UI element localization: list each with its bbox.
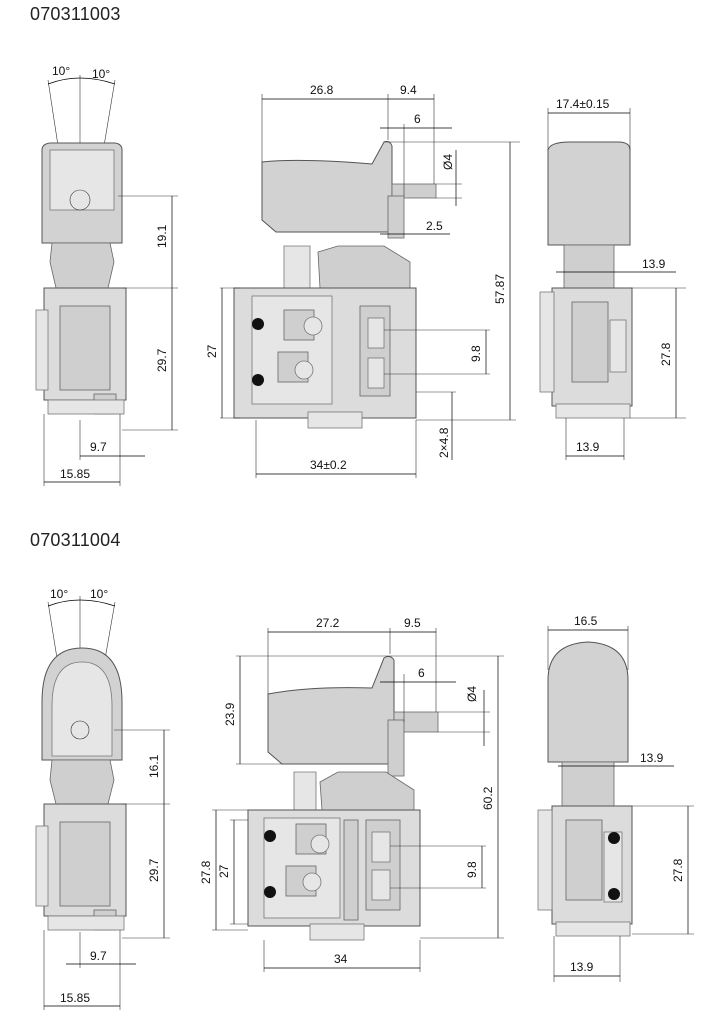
- front-dim-upper-right: 19.1: [155, 224, 169, 248]
- side-dim-top-left: 27.2: [316, 616, 340, 630]
- side-dim-trigger-height: 23.9: [223, 702, 237, 726]
- side-view: 26.8 9.4 6 Ø4 2.5 57.87 27 9.8 2×4.8 34±…: [205, 83, 520, 478]
- rear-view: 17.4±0.15 13.9 27.8 13.9: [539, 97, 686, 460]
- front-view: 10° 10° 16.1 29.7 9.7 15.85: [35, 587, 170, 1010]
- side-dim-top-right: 9.5: [404, 616, 421, 630]
- side-dim-total-height: 57.87: [493, 274, 507, 304]
- rear-dim-mid-width: 13.9: [642, 257, 666, 271]
- side-dim-top-left: 26.8: [310, 83, 334, 97]
- front-dim-bottom-inner: 9.7: [90, 440, 107, 454]
- front-dim-upper-right: 16.1: [147, 754, 161, 778]
- rear-view: 16.5 13.9 27.8 13.9: [537, 614, 694, 982]
- side-dim-body-width: 34±0.2: [310, 458, 347, 472]
- technical-drawing-part-1: 10° 10° 19.1 29.7 9.7 15.85: [35, 64, 686, 486]
- rear-dim-top-width: 16.5: [574, 614, 598, 628]
- side-dim-total-height: 60.2: [481, 786, 495, 810]
- side-dim-pin-offset: 6: [418, 666, 425, 680]
- front-angle-right-label: 10°: [90, 587, 108, 601]
- side-dim-terminal-spacing: 9.8: [465, 861, 479, 878]
- front-angle-left-label: 10°: [52, 64, 70, 78]
- front-dim-lower-right: 29.7: [155, 348, 169, 372]
- front-dim-bottom-inner: 9.7: [90, 949, 107, 963]
- side-dim-diameter: Ø4: [465, 686, 479, 702]
- front-dim-bottom-outer: 15.85: [60, 991, 90, 1005]
- front-dim-lower-right: 29.7: [147, 858, 161, 882]
- front-angle-left-label: 10°: [50, 587, 68, 601]
- front-angle-right-label: 10°: [92, 67, 110, 81]
- side-dim-body-height: 27: [217, 864, 231, 878]
- side-view: 27.2 9.5 6 Ø4 23.9 60.2 27.8 27 9.8 34: [199, 616, 504, 972]
- side-dim-pin: 2.5: [426, 219, 443, 233]
- side-dim-diameter: Ø4: [441, 154, 455, 170]
- side-dim-top-right: 9.4: [400, 83, 417, 97]
- rear-dim-mid-width: 13.9: [640, 751, 664, 765]
- rear-dim-bottom-width: 13.9: [576, 440, 600, 454]
- side-dim-body-width: 34: [334, 952, 348, 966]
- front-view: 10° 10° 19.1 29.7 9.7 15.85: [35, 64, 178, 486]
- side-dim-body-height: 27: [205, 344, 219, 358]
- rear-dim-body-height: 27.8: [659, 342, 673, 366]
- rear-dim-body-height: 27.8: [671, 858, 685, 882]
- side-dim-terminal-spacing: 9.8: [469, 345, 483, 362]
- rear-dim-top-width: 17.4±0.15: [556, 97, 610, 111]
- rear-dim-bottom-width: 13.9: [570, 960, 594, 974]
- part-title: 070311004: [30, 530, 121, 550]
- side-dim-pin-offset: 6: [414, 112, 421, 126]
- side-dim-terminal-width: 2×4.8: [437, 427, 451, 458]
- front-dim-bottom-outer: 15.85: [60, 467, 90, 481]
- technical-drawing-part-2: 10° 10° 16.1 29.7 9.7 15.85: [35, 587, 694, 1010]
- part-title: 070311003: [30, 4, 121, 24]
- side-dim-outer-height: 27.8: [199, 860, 213, 884]
